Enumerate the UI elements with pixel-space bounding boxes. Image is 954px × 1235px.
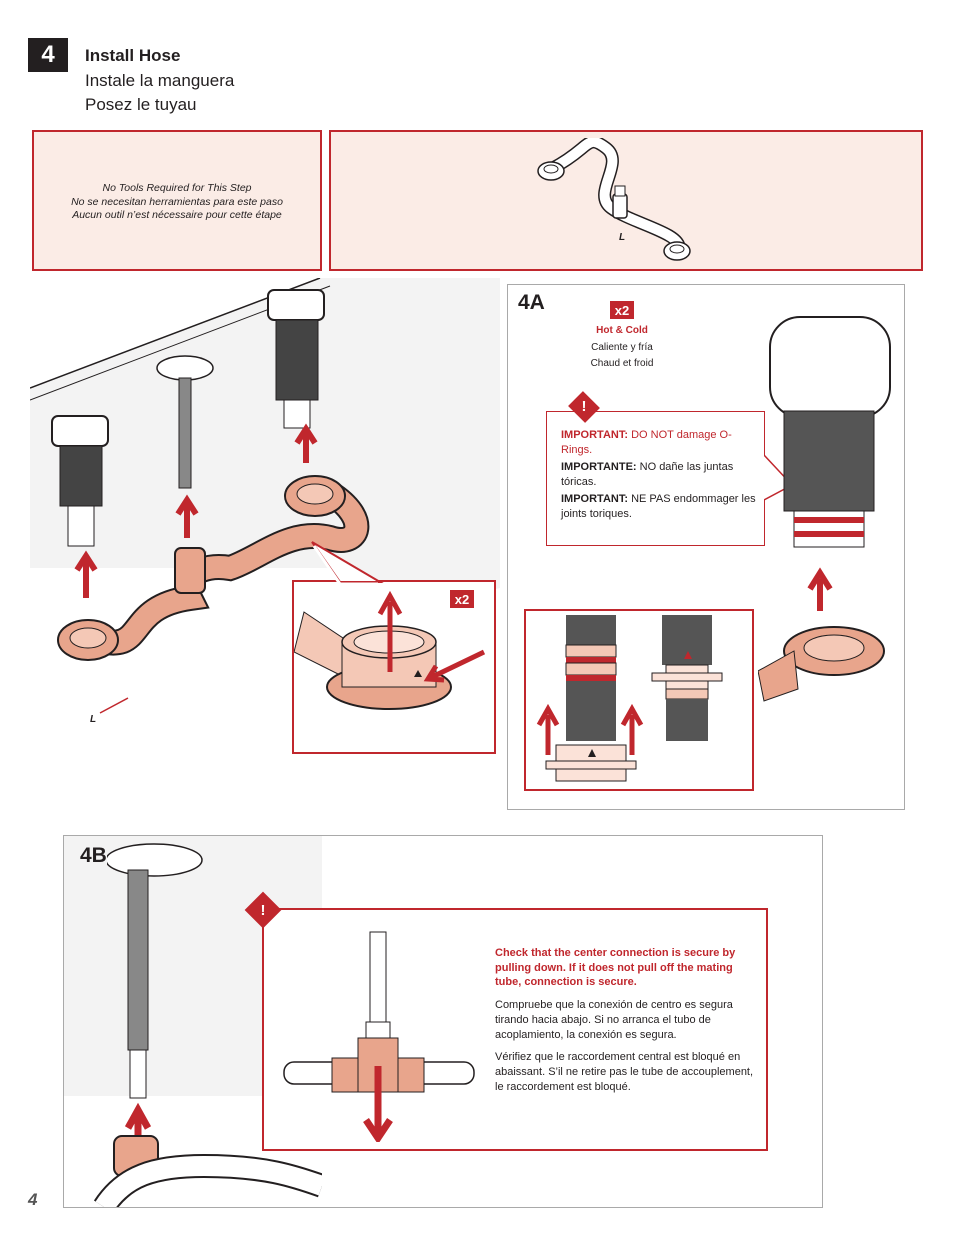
title-english: Install Hose — [85, 46, 181, 65]
title-spanish: Instale la manguera — [85, 70, 235, 90]
callout-pointer — [311, 541, 384, 585]
warning-icon: ! — [581, 397, 587, 415]
fitting-detail-illustration — [294, 590, 486, 710]
o-ring-warning-box: IMPORTANT: DO NOT damage O-Rings. IMPORT… — [546, 411, 765, 546]
pull-test-en: Check that the center connection is secu… — [495, 947, 736, 989]
hot-cold-label: Hot & Cold Caliente y fría Chaud et froi… — [554, 323, 690, 373]
warning-fr-bold: IMPORTANT: — [561, 493, 629, 505]
warning-fr-text: NE PAS endommager les joints toriques. — [561, 493, 756, 520]
step-4a-label: 4A — [518, 291, 545, 314]
step-number-badge: 4 — [28, 38, 68, 72]
center-post-illustration — [64, 836, 322, 1207]
warning-es: IMPORTANTE: NO dañe las juntas tóricas. — [561, 460, 757, 489]
step-4a-panel: 4A x2 Hot & Cold Caliente y fría Chaud e… — [507, 284, 905, 810]
hose-installation-figure — [30, 278, 500, 714]
tools-note-text: No Tools Required for This Step No se ne… — [34, 182, 320, 223]
tools-note-box: No Tools Required for This Step No se ne… — [32, 130, 322, 271]
warning-en-text: DO NOT damage O-Rings. — [561, 429, 732, 456]
step-4a-quantity-badge: x2 — [610, 301, 634, 319]
hose-part-illustration — [537, 138, 691, 261]
hot-cold-en: Hot & Cold — [596, 325, 648, 336]
tools-note-en: No Tools Required for This Step — [102, 182, 252, 194]
step-title: Install Hose Instale la manguera Posez l… — [85, 44, 234, 118]
warning-es-bold: IMPORTANTE: — [561, 461, 637, 473]
pull-test-fr: Vérifiez que le raccordement central est… — [495, 1051, 754, 1093]
warning-en-bold: IMPORTANT: — [561, 429, 629, 441]
warning-icon-4b: ! — [260, 901, 266, 919]
warning-en: IMPORTANT: DO NOT damage O-Rings. — [561, 428, 757, 457]
hot-cold-es: Caliente y fría — [591, 341, 653, 353]
valve-oring-illustration — [758, 316, 891, 702]
hose-label: L — [90, 714, 97, 725]
pull-test-illustration — [283, 931, 475, 1142]
tools-note-fr: Aucun outil n’est nécessaire pour cette … — [72, 209, 282, 221]
warning-fr: IMPORTANT: NE PAS endommager les joints … — [561, 492, 757, 521]
warning-es-text: NO dañe las juntas tóricas. — [561, 461, 734, 488]
detail-quantity-badge: x2 — [450, 590, 474, 608]
step-4b-label: 4B — [80, 844, 107, 868]
pull-test-text: Check that the center connection is secu… — [495, 946, 757, 1094]
page-number: 4 — [28, 1190, 38, 1209]
title-french: Posez le tuyau — [85, 95, 197, 114]
hot-cold-fr: Chaud et froid — [590, 358, 654, 369]
tools-note-es: No se necesitan herramientas para este p… — [71, 195, 283, 208]
pull-test-es: Compruebe que la conexión de centro es s… — [495, 999, 733, 1041]
o-ring-warning-text: IMPORTANT: DO NOT damage O-Rings. IMPORT… — [561, 428, 757, 521]
pull-test-warning-box: Check that the center connection is secu… — [262, 908, 768, 1151]
detail-inset: x2 — [292, 580, 496, 754]
o-ring-detail-illustration — [536, 615, 723, 782]
parts-box: L — [329, 130, 923, 271]
o-ring-detail-box — [524, 609, 754, 791]
part-label: L — [619, 232, 626, 243]
